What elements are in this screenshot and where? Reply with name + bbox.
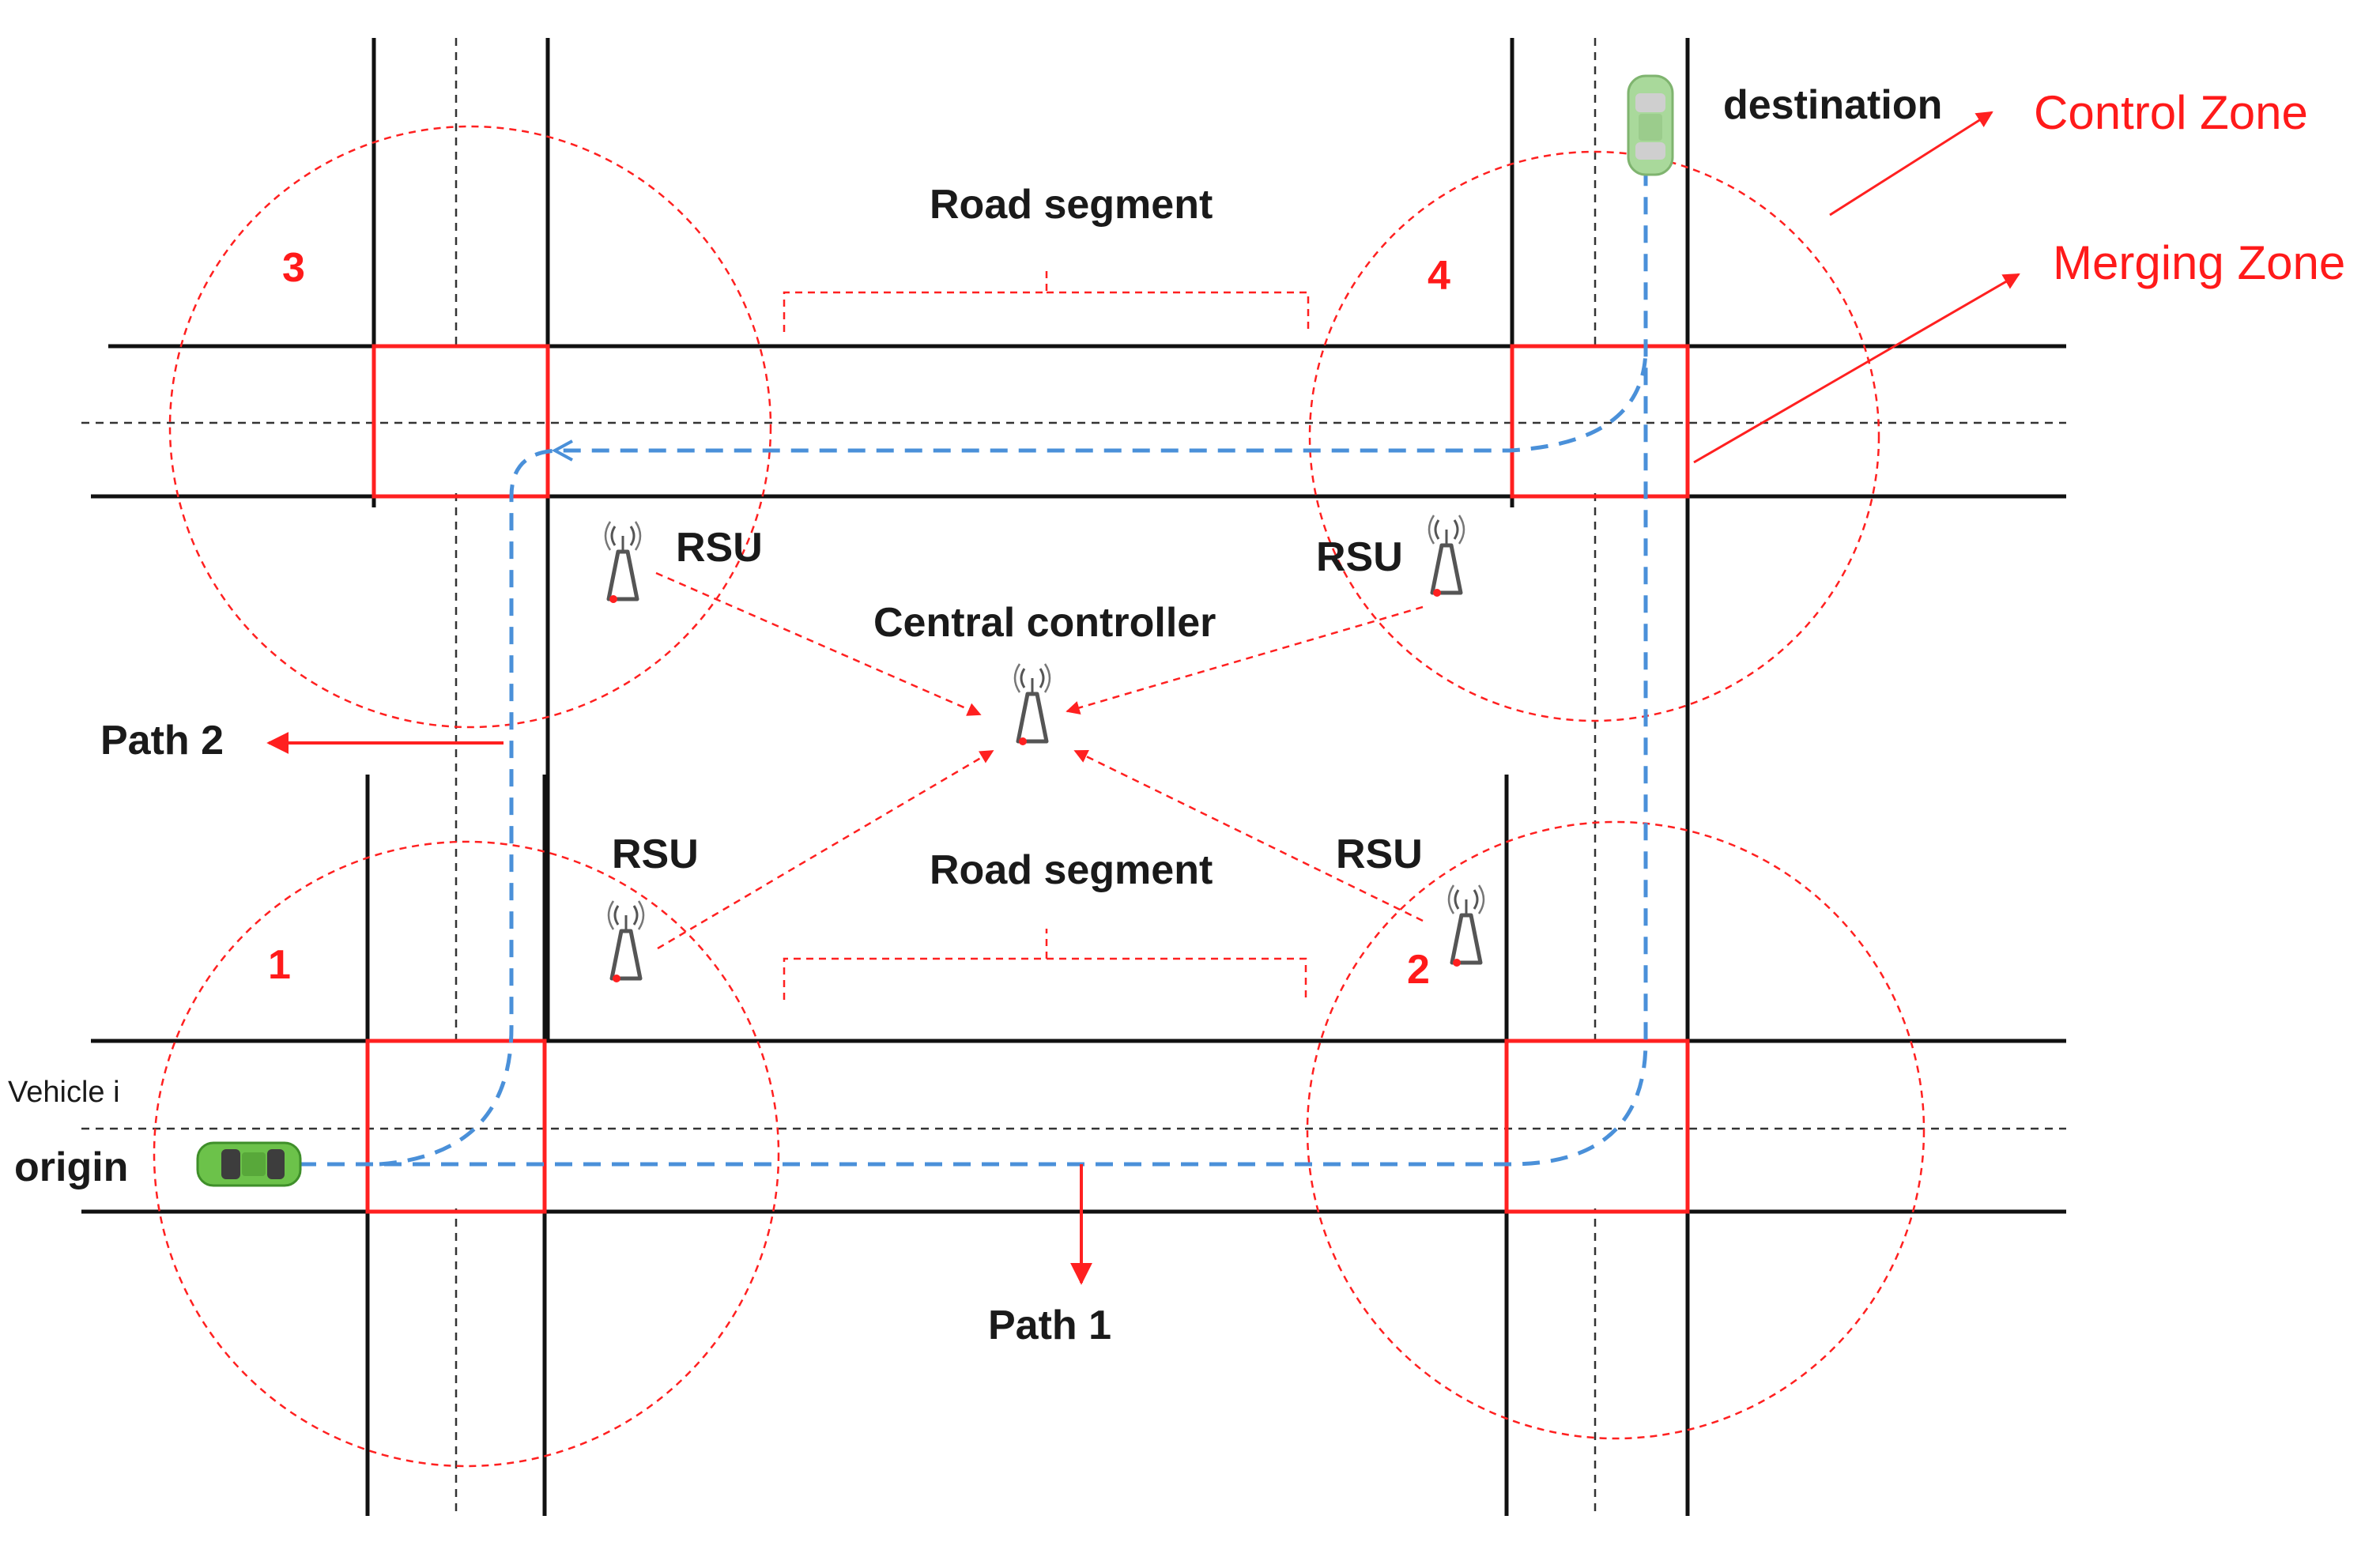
vehicle-label: Vehicle i [8,1076,120,1109]
control-zone-label: Control Zone [2034,86,2308,139]
intersection-number-2: 2 [1407,947,1430,993]
road-segment-label-top: Road segment [930,182,1213,228]
merging-zone-1 [365,1039,547,1214]
central-controller-label: Central controller [873,600,1216,646]
merging-zones [365,344,1690,1214]
intersection-number-4: 4 [1428,253,1450,299]
destination-car-icon [1627,74,1674,176]
merging-zone-4 [1510,344,1690,499]
vehicle-paths [299,150,1648,1167]
intersection-fills [371,349,1684,1208]
merging-zone-label: Merging Zone [2053,236,2345,289]
vertical-roads-mid [365,496,1690,1041]
destination-label: destination [1723,82,1942,128]
rsu-2-label: RSU [1336,831,1423,877]
path-pointers [266,732,1092,1285]
control-zones [153,125,1925,1468]
road-segment-brace-top [783,269,1310,332]
control-zone-4 [1308,150,1880,722]
origin-car-icon [196,1141,302,1187]
control-zone-pointer [1829,111,1993,217]
intersection-number-1: 1 [268,942,291,988]
horizontal-center-lines [81,421,2066,1130]
road-segment-brace-bottom [783,929,1307,1000]
origin-label: origin [14,1144,128,1190]
merging-zone-pointer [1693,273,2020,464]
rsu-links [655,571,1424,950]
path-2-route [379,347,1648,1167]
zone-pointers [1693,111,2020,464]
rsu-tower-icon [1429,515,1464,597]
path-2-label: Path 2 [100,718,224,763]
path-1-label: Path 1 [988,1303,1111,1348]
control-zone-2 [1306,820,1925,1440]
merging-zone-2 [1504,1039,1690,1214]
rsu-4-link [1066,605,1424,714]
rsu-1-link [657,749,994,950]
rsu-tower-icon [605,522,640,603]
intersection-number-3: 3 [282,245,305,291]
rsu-tower-icon [609,901,643,982]
rsu-3-link [655,571,982,716]
vertical-roads [365,38,1690,1516]
control-zone-1 [153,840,780,1468]
rsu-1-label: RSU [612,831,699,877]
path-2-arrowhead [551,439,573,462]
rsu-2-link [1073,749,1424,922]
road-segment-label-bottom: Road segment [930,847,1213,893]
controller-tower-icon [1015,664,1050,745]
rsu-tower-icon [1449,885,1484,967]
merging-zone-3 [372,344,550,499]
rsu-3-label: RSU [676,525,763,571]
control-zone-3 [168,125,772,729]
rsu-4-label: RSU [1316,534,1403,580]
path-1-route [299,150,1648,1167]
vertical-center-lines [455,38,1597,1516]
